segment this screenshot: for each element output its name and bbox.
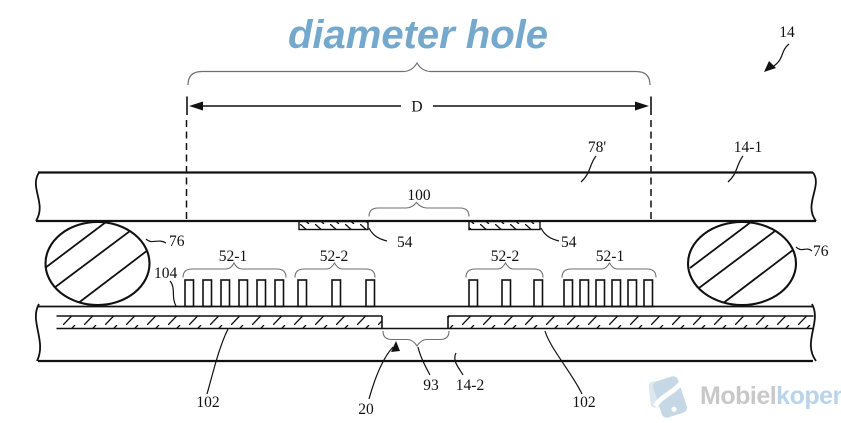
watermark-text-gray: Mobiel [700,382,776,410]
label-102-left: 102 [196,394,219,411]
top-plate-break-left [36,173,40,222]
watermark: Mobielkopen [643,371,841,421]
label-104: 104 [154,265,178,282]
arrowhead-20 [391,341,400,352]
electrode-group-52-1-right [564,280,653,307]
seal-ring-76-right [688,222,796,305]
brace-93 [383,331,449,346]
leader-102-right [545,331,582,394]
leader-104 [170,281,176,306]
electrode-tooth [366,280,375,307]
diameter-brace [188,63,650,85]
leader-76-right [796,247,812,251]
label-52-1-right: 52-1 [596,248,624,265]
leader-78-prime [581,156,596,182]
leader-54-right [541,228,559,241]
brace-52-2-right [466,263,543,278]
electrode-tooth [596,280,605,307]
electrode-tooth [221,280,230,307]
coating-strip-54-right-body [469,222,540,230]
label-52-1-left: 52-1 [219,248,247,265]
label-76-left: 76 [169,233,185,250]
label-93: 93 [423,377,439,394]
arrowhead-14 [764,61,776,72]
leader-20 [369,347,393,399]
leader-54-left [369,228,387,241]
label-20: 20 [358,401,374,418]
label-dimension-d: D [411,99,422,116]
electrode-tooth [257,280,266,307]
dimension-arrowhead-left [189,102,203,111]
electrode-tooth [502,280,511,307]
electrode-tooth [332,280,341,307]
bottom-plate-break-right [811,304,816,361]
electrode-tooth [239,280,248,307]
label-54-right: 54 [561,234,577,251]
label-14-2: 14-2 [456,377,484,394]
brace-52-1-right [562,263,656,278]
electrode-tooth [275,280,284,307]
watermark-text: Mobielkopen [700,382,841,410]
label-54-left: 54 [397,234,413,251]
top-plate-break-right [811,173,816,222]
electrode-tooth [185,280,194,307]
leader-14-1 [728,156,743,182]
label-14: 14 [779,24,795,41]
label-14-1: 14-1 [734,139,762,156]
seal-ring-76-left-body [46,222,150,305]
electrode-tooth [628,280,637,307]
electrode-tooth [203,280,212,307]
leader-76-left [146,239,166,243]
label-52-2-left: 52-2 [320,248,348,265]
bottom-plate [36,304,816,361]
electrode-group-52-2-right [469,280,543,307]
bottom-plate-break-left [36,304,40,361]
brace-52-1-left [183,263,286,278]
label-52-2-right: 52-2 [491,248,519,265]
electrode-tooth [298,280,307,307]
layer-102-right-fill [448,316,814,329]
electrode-group-52-2-left [298,280,375,307]
electrode-tooth [580,280,589,307]
electrode-tooth [612,280,621,307]
electrode-tooth [469,280,478,307]
coating-strip-54-left-body [299,222,368,230]
electrode-tooth [534,280,543,307]
figure-title: diameter hole [288,13,548,57]
leader-14-2 [455,353,463,375]
seal-ring-76-right-body [688,222,796,305]
label-102-right: 102 [572,394,595,411]
seal-ring-76-left [45,222,150,305]
coating-strip-54-left [299,222,368,230]
watermark-text-blue: kopen [776,382,841,410]
brace-52-2-left [295,263,375,278]
electrode-tooth [564,280,573,307]
brace-100 [369,203,469,217]
label-100: 100 [407,187,431,204]
layer-102-left-fill [57,316,383,329]
dimension-arrowhead-right [635,102,649,111]
label-76-right: 76 [813,243,829,260]
electrode-group-52-1-left [185,280,284,307]
electrode-tooth [644,280,653,307]
phone-icon [643,371,694,421]
coating-strip-54-right [469,222,540,230]
label-78-prime: 78' [588,139,607,156]
